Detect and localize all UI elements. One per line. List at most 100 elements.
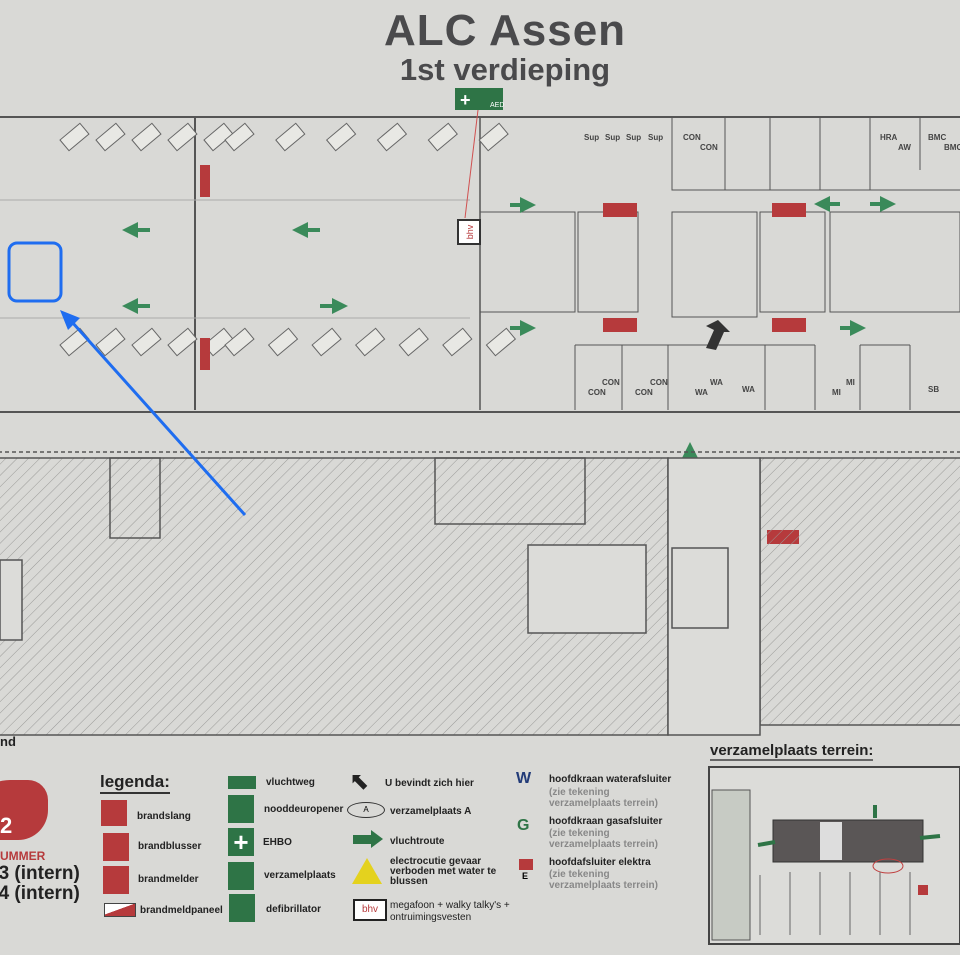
svg-text:HRA: HRA bbox=[880, 133, 898, 142]
svg-text:WA: WA bbox=[742, 385, 755, 394]
phone-icon bbox=[0, 780, 48, 840]
svg-text:WA: WA bbox=[710, 378, 723, 387]
svg-text:Sup: Sup bbox=[648, 133, 663, 142]
desk bbox=[478, 122, 509, 152]
desk bbox=[95, 327, 126, 357]
map-subtitle: 1st verdieping bbox=[399, 52, 611, 87]
emergency-label: UMMER bbox=[0, 849, 46, 863]
bhv-box: bhv bbox=[457, 219, 481, 245]
legend-brandslang: brandslang bbox=[137, 811, 191, 822]
desk bbox=[427, 122, 458, 152]
desk bbox=[224, 122, 255, 152]
svg-text:CON: CON bbox=[700, 143, 718, 152]
desk bbox=[355, 327, 386, 357]
svg-text:CON: CON bbox=[683, 133, 701, 142]
first-aid-icon: + bbox=[228, 828, 254, 856]
legend-water-note: (zie tekening verzamelplaats terrein) bbox=[549, 787, 658, 809]
electric-switch-icon bbox=[519, 859, 533, 870]
fire-hose-icon bbox=[101, 800, 127, 826]
desk bbox=[224, 327, 255, 357]
bhv-icon: bhv bbox=[353, 899, 387, 921]
legend-brandmelder: brandmelder bbox=[138, 874, 199, 885]
desk bbox=[167, 122, 198, 152]
desk bbox=[275, 122, 306, 152]
svg-text:CON: CON bbox=[635, 388, 653, 397]
desk bbox=[398, 327, 429, 357]
desk bbox=[203, 122, 234, 152]
desk bbox=[59, 122, 90, 152]
svg-text:+: + bbox=[460, 90, 471, 110]
desk bbox=[311, 327, 342, 357]
electric-hazard-icon bbox=[352, 858, 382, 884]
fire-alarm-icon bbox=[103, 866, 129, 894]
svg-text:Sup: Sup bbox=[626, 133, 641, 142]
electric-switch-letter: E bbox=[522, 871, 529, 881]
legend-brandmeldpaneel: brandmeldpaneel bbox=[140, 905, 223, 916]
assembly-a-icon: A bbox=[347, 802, 385, 818]
emergency-line-1: 33 (intern) bbox=[0, 863, 80, 884]
legend-brandblusser: brandblusser bbox=[138, 841, 202, 852]
desk-clusters bbox=[59, 122, 517, 357]
legend-water-title: hoofdkraan waterafsluiter bbox=[549, 774, 672, 785]
svg-text:AED: AED bbox=[490, 102, 504, 109]
legend-gas-title: hoofdkraan gasafsluiter bbox=[549, 816, 663, 827]
svg-text:CON: CON bbox=[602, 378, 620, 387]
svg-text:MI: MI bbox=[832, 388, 841, 397]
desk bbox=[442, 327, 473, 357]
exit-sign-icon bbox=[228, 776, 256, 789]
gas-valve-icon: G bbox=[517, 817, 530, 834]
svg-text:CON: CON bbox=[650, 378, 668, 387]
aed-sign: AED + bbox=[455, 88, 504, 219]
svg-text:Sup: Sup bbox=[605, 133, 620, 142]
lower-floor bbox=[0, 451, 960, 736]
highlight-box bbox=[7, 241, 63, 303]
legend-defibrillator: defibrillator bbox=[266, 904, 322, 915]
site-map-title: verzamelplaats terrein: bbox=[710, 742, 874, 761]
escape-route-icon bbox=[353, 835, 373, 844]
svg-text:BMC: BMC bbox=[928, 133, 946, 142]
svg-text:AW: AW bbox=[898, 143, 911, 152]
annotation-arrow bbox=[70, 320, 247, 517]
escape-route-arrows bbox=[122, 196, 896, 595]
desk bbox=[267, 327, 299, 357]
legend-verzamelplaats: verzamelplaats bbox=[264, 870, 336, 881]
legend-title: legenda: bbox=[100, 772, 170, 794]
room-labels-bottom: CON CON CON CON WA WA WA MI MI SB bbox=[588, 378, 939, 397]
desk bbox=[131, 327, 162, 357]
desk bbox=[59, 327, 90, 357]
map-title: ALC Assen bbox=[383, 6, 627, 55]
svg-text:CON: CON bbox=[588, 388, 606, 397]
svg-text:MI: MI bbox=[846, 378, 855, 387]
legend-ehbo: EHBO bbox=[263, 837, 292, 848]
legend-elektra-title: hoofdafsluiter elektra bbox=[549, 857, 651, 868]
svg-text:bhv: bhv bbox=[465, 224, 475, 239]
legend-electrocution: electrocutie gevaar verboden met water t… bbox=[390, 856, 497, 887]
fire-panel-icon bbox=[104, 903, 136, 917]
svg-text:Sup: Sup bbox=[584, 133, 599, 142]
legend-vluchtweg: vluchtweg bbox=[266, 777, 315, 788]
desk bbox=[485, 327, 517, 357]
escape-route-arrowhead bbox=[371, 830, 383, 848]
legend-elektra-note: (zie tekening verzamelplaats terrein) bbox=[549, 869, 658, 891]
desk bbox=[167, 327, 198, 357]
upper-floor bbox=[0, 116, 960, 413]
annotation bbox=[7, 241, 247, 517]
svg-text:BMC: BMC bbox=[944, 143, 960, 152]
emergency-line-2: 34 (intern) bbox=[0, 883, 80, 904]
assembly-point-icon bbox=[228, 862, 254, 890]
svg-text:WA: WA bbox=[695, 388, 708, 397]
legend-gas-note: (zie tekening verzamelplaats terrein) bbox=[549, 828, 658, 850]
emergency-number-badge: 2 bbox=[0, 813, 13, 838]
legend-vluchtroute: vluchtroute bbox=[390, 836, 445, 847]
legend-bhv: megafoon + walky talky's + ontruimingsve… bbox=[390, 900, 510, 923]
you-are-here-arrow bbox=[706, 320, 730, 350]
desk bbox=[131, 122, 162, 152]
door-opener-icon bbox=[228, 795, 254, 823]
aed-icon bbox=[229, 894, 255, 922]
room-labels-top: Sup Sup Sup Sup CON CON HRA AW BMC BMC bbox=[584, 133, 960, 152]
desk bbox=[325, 122, 357, 152]
fire-extinguisher-icon bbox=[103, 833, 129, 861]
legend-verzamelplaats-a: verzamelplaats A bbox=[390, 806, 472, 817]
legend-nooddeuropener: nooddeuropener bbox=[264, 804, 344, 815]
